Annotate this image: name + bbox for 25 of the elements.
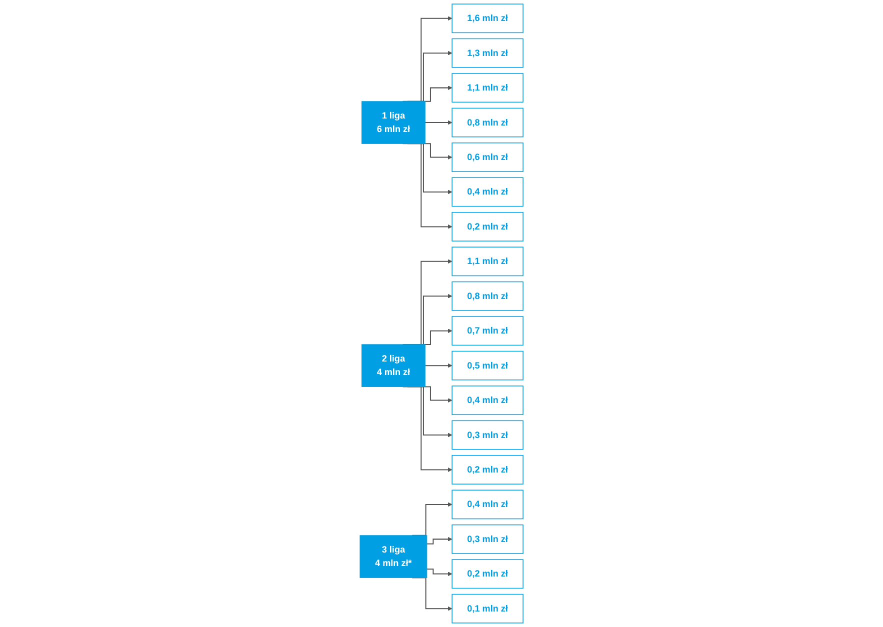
node-box: 0,2 mln zł <box>452 455 524 484</box>
node-box: 0,4 mln zł <box>452 177 524 207</box>
node-box: 1,3 mln zł <box>452 38 524 68</box>
node-box: 0,4 mln zł <box>452 386 524 416</box>
node-box: 0,8 mln zł <box>452 108 524 138</box>
arrow <box>425 363 452 368</box>
node-box: 1,1 mln zł <box>452 73 524 103</box>
node-box: 2 liga 4 mln zł <box>361 344 426 387</box>
node-box: 1 liga 6 mln zł <box>361 101 426 144</box>
node-box: 0,2 mln zł <box>452 212 524 242</box>
node-box: 0,6 mln zł <box>452 142 524 172</box>
node-box: 0,5 mln zł <box>452 350 524 380</box>
node-box: 0,1 mln zł <box>452 594 524 624</box>
node-box: 0,4 mln zł <box>452 490 524 520</box>
node-box: 0,3 mln zł <box>452 524 524 554</box>
node-box: 0,8 mln zł <box>452 281 524 311</box>
node-box: 0,3 mln zł <box>452 420 524 450</box>
node-box: 0,2 mln zł <box>452 559 524 589</box>
arrow <box>425 120 452 125</box>
node-box: 3 liga 4 mln zł* <box>360 535 428 578</box>
node-box: 0,7 mln zł <box>452 316 524 346</box>
node-box: 1,1 mln zł <box>452 246 524 276</box>
arrow <box>426 568 452 576</box>
node-box: 1,6 mln zł <box>452 4 524 34</box>
arrow <box>426 536 452 544</box>
